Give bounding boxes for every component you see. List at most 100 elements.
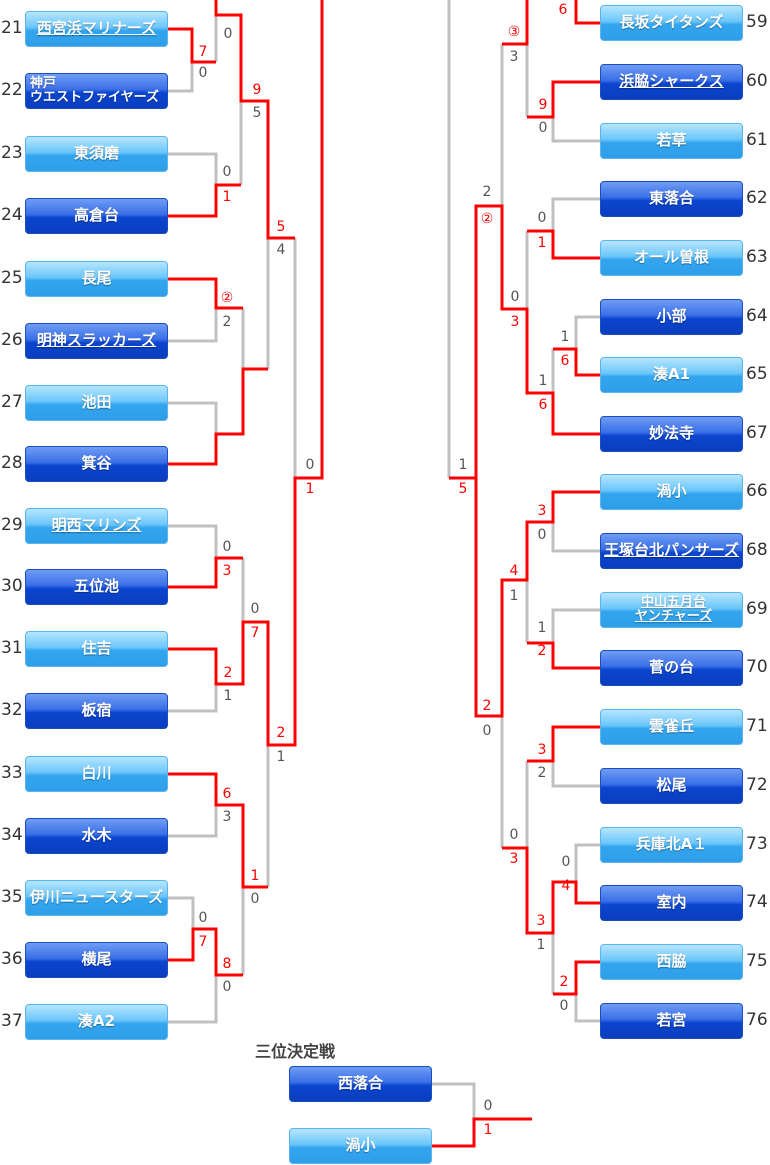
team-name: オール曽根	[633, 248, 709, 267]
team-button[interactable]: 浜脇シャークス	[600, 64, 743, 100]
seed-number: 28	[1, 453, 23, 473]
winner-score: 3	[537, 503, 547, 519]
team-button[interactable]: 西脇	[600, 944, 743, 980]
team-button[interactable]: 板宿	[25, 693, 168, 729]
loser-score: 0	[198, 65, 208, 81]
team-button[interactable]: 神戸ウエストファイヤーズ	[25, 73, 168, 109]
seed-number: 64	[746, 306, 768, 326]
third-place-title: 三位決定戦	[255, 1042, 336, 1061]
team-button[interactable]: 渦小	[289, 1128, 432, 1164]
team-button[interactable]: 長坂タイタンズ	[600, 5, 743, 41]
team-button[interactable]: 湊A2	[25, 1004, 168, 1040]
seed-number: 76	[746, 1010, 768, 1030]
team-name: 長尾	[81, 269, 112, 288]
loser-score: 1	[223, 688, 233, 704]
winner-score: 3	[509, 851, 519, 867]
loser-score: 5	[252, 105, 262, 121]
seed-number: 71	[746, 716, 768, 736]
loser-score: 1	[538, 373, 548, 389]
loser-score: 0	[559, 998, 569, 1014]
winner-score: 9	[538, 97, 548, 113]
seed-number: 73	[746, 834, 768, 854]
loser-score: 1	[458, 457, 468, 473]
loser-score: 2	[222, 314, 232, 330]
team-button[interactable]: 若宮	[600, 1003, 743, 1039]
team-button[interactable]: 雲雀丘	[600, 709, 743, 745]
team-name: 松尾	[656, 776, 687, 795]
seed-number: 26	[1, 330, 23, 350]
team-button[interactable]: 西落合	[289, 1066, 432, 1102]
team-button[interactable]: 松尾	[600, 768, 743, 804]
team-button[interactable]: 菅の台	[600, 650, 743, 686]
team-name: 神戸ウエストファイヤーズ	[30, 76, 159, 105]
team-button[interactable]: 住吉	[25, 631, 168, 667]
team-button[interactable]: 水木	[25, 818, 168, 854]
winner-score: 2	[482, 698, 492, 714]
seed-number: 60	[746, 71, 768, 91]
loser-score: 1	[536, 937, 546, 953]
loser-score: 0	[250, 891, 260, 907]
seed-number: 27	[1, 392, 23, 412]
seed-number: 25	[1, 268, 23, 288]
team-button[interactable]: 高倉台	[25, 198, 168, 234]
winner-score: 1	[305, 481, 315, 497]
team-name: 横尾	[81, 950, 112, 969]
team-name: 小部	[656, 307, 687, 326]
seed-number: 62	[746, 188, 768, 208]
team-button[interactable]: 明西マリンズ	[25, 508, 168, 544]
loser-lines	[168, 0, 600, 1119]
team-name: 伊川ニュースターズ	[29, 888, 164, 907]
winner-score: 7	[250, 625, 260, 641]
winner-score: 1	[483, 1122, 493, 1138]
seed-number: 36	[1, 949, 23, 969]
team-button[interactable]: 若草	[600, 123, 743, 159]
winner-score: 6	[560, 353, 570, 369]
team-button[interactable]: 五位池	[25, 569, 168, 605]
team-button[interactable]: 横尾	[25, 942, 168, 978]
team-button[interactable]: 渦小	[600, 474, 743, 510]
loser-score: 1	[509, 588, 519, 604]
team-button[interactable]: オール曽根	[600, 240, 743, 276]
team-name: 白川	[81, 764, 112, 783]
loser-score: 1	[276, 749, 286, 765]
team-button[interactable]: 伊川ニュースターズ	[25, 880, 168, 916]
team-button[interactable]: 室内	[600, 885, 743, 921]
team-button[interactable]: 小部	[600, 299, 743, 335]
team-button[interactable]: 東落合	[600, 181, 743, 217]
team-button[interactable]: 池田	[25, 385, 168, 421]
seed-number: 70	[746, 657, 768, 677]
team-button[interactable]: 湊A1	[600, 357, 743, 393]
team-button[interactable]: 兵庫北A１	[600, 827, 743, 863]
seed-number: 68	[746, 540, 768, 560]
winner-score: 7	[198, 934, 208, 950]
team-name: 東須磨	[73, 144, 119, 163]
seed-number: 21	[1, 18, 23, 38]
loser-score: 2	[537, 765, 547, 781]
team-button[interactable]: 白川	[25, 756, 168, 792]
winner-score: 5	[276, 219, 286, 235]
team-button[interactable]: 長尾	[25, 261, 168, 297]
team-name: 王塚台北パンサーズ	[603, 541, 739, 560]
team-button[interactable]: 中山五月台ヤンチャーズ	[600, 592, 743, 628]
seed-number: 34	[1, 825, 23, 845]
team-button[interactable]: 妙法寺	[600, 416, 743, 452]
team-button[interactable]: 西宮浜マリナーズ	[25, 11, 168, 47]
loser-score: 0	[509, 827, 519, 843]
loser-score: 0	[222, 539, 232, 555]
winner-score: ③	[507, 24, 521, 40]
loser-score: 0	[222, 979, 232, 995]
seed-number: 67	[746, 423, 768, 443]
team-button[interactable]: 明神スラッカーズ	[25, 323, 168, 359]
team-name: 妙法寺	[648, 424, 694, 443]
team-button[interactable]: 箕谷	[25, 446, 168, 482]
winner-score: 5	[458, 481, 468, 497]
winner-score: 2	[537, 643, 547, 659]
team-name: 西脇	[656, 952, 687, 971]
team-name: 水木	[81, 826, 112, 845]
loser-score: 0	[223, 26, 233, 42]
team-name: 兵庫北A１	[635, 835, 708, 854]
winner-score: ②	[220, 290, 234, 306]
seed-number: 31	[1, 638, 23, 658]
team-button[interactable]: 王塚台北パンサーズ	[600, 533, 743, 569]
team-button[interactable]: 東須磨	[25, 136, 168, 172]
